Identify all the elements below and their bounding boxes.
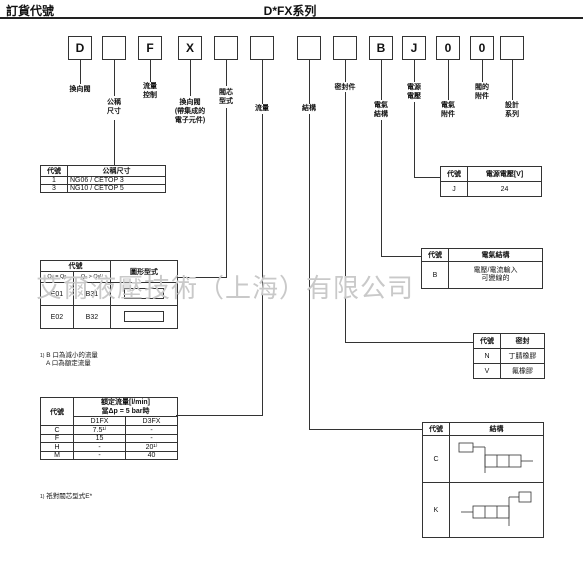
- stub-8: [345, 60, 346, 82]
- stub-6: [262, 60, 263, 104]
- label-change-valve: 換向閥: [69, 86, 91, 93]
- leader-struct-v: [309, 114, 310, 430]
- flow-note: 1) 祇對閥芯型式E*: [40, 493, 93, 500]
- label-elec-conn: 電氣結構: [374, 102, 388, 118]
- leader-volt-v: [414, 102, 415, 178]
- stub-12: [482, 60, 483, 82]
- leader-seal-h: [345, 342, 473, 343]
- stub-9: [381, 60, 382, 100]
- leader-flow-v: [262, 114, 263, 416]
- stub-3: [150, 60, 151, 82]
- code-box-12: 0: [470, 36, 494, 60]
- spool-table: 代號 圖形型式 Qₐ = Qᵦ Qₐ > Qᵦ¹⁾ E01 B31 E02 B3…: [40, 260, 178, 329]
- spool-symbol-e02: [124, 310, 164, 322]
- leader-elec-v: [381, 120, 382, 257]
- stub-13: [512, 60, 513, 100]
- spool-note: 1) B 口為減小的流量 A 口為額定流量: [40, 352, 98, 367]
- code-box-13: [500, 36, 524, 60]
- stub-7: [309, 60, 310, 104]
- code-box-9: B: [369, 36, 393, 60]
- label-flow-control: 流量控制: [143, 83, 157, 99]
- code-box-5: [214, 36, 238, 60]
- order-code-title: 訂貨代號: [6, 4, 55, 18]
- stub-1: [80, 60, 81, 84]
- leader-elec-h: [381, 256, 421, 257]
- struct-symbol-k: [460, 491, 531, 526]
- label-spool-type: 閥芯型式: [219, 89, 233, 105]
- stub-2: [114, 60, 115, 96]
- code-box-3: F: [138, 36, 162, 60]
- leader-spool-h: [176, 277, 227, 278]
- header-rule: [0, 17, 583, 19]
- leader-size: [114, 120, 115, 165]
- code-box-2: [102, 36, 126, 60]
- code-box-7: [297, 36, 321, 60]
- struct-table: 代號結構 C K: [422, 422, 544, 538]
- series-title: D*FX系列: [263, 4, 317, 18]
- label-nominal-size: 公稱尺寸: [107, 99, 121, 115]
- label-supply-voltage: 電源電壓: [407, 84, 421, 100]
- code-box-6: [250, 36, 274, 60]
- leader-seal-v: [345, 92, 346, 343]
- label-elec-accessory: 電氣附件: [441, 102, 455, 118]
- leader-flow-h: [176, 415, 263, 416]
- label-valve-accessory: 閥的附件: [475, 84, 489, 100]
- label-change-valve-2: 換向閥 (帶集成的 電子元件): [174, 99, 206, 124]
- code-box-11: 0: [436, 36, 460, 60]
- struct-symbol-c: [458, 442, 533, 473]
- leader-volt-h: [414, 177, 440, 178]
- code-box-1: D: [68, 36, 92, 60]
- stub-4: [190, 60, 191, 96]
- label-flow: 流量: [255, 105, 269, 112]
- stub-5: [226, 60, 227, 86]
- leader-struct-h: [309, 429, 422, 430]
- code-box-4: X: [178, 36, 202, 60]
- label-design-series: 設計系列: [505, 102, 519, 118]
- stub-10: [414, 60, 415, 82]
- label-seal: 密封件: [334, 84, 356, 91]
- watermark: 艾爾液壓技術（上海）有限公司: [36, 273, 415, 303]
- stub-11: [448, 60, 449, 100]
- label-structure: 結構: [302, 105, 316, 112]
- leader-spool-v: [226, 108, 227, 278]
- code-box-10: J: [402, 36, 426, 60]
- spool-symbol-e01: [124, 287, 164, 299]
- code-box-8: [333, 36, 357, 60]
